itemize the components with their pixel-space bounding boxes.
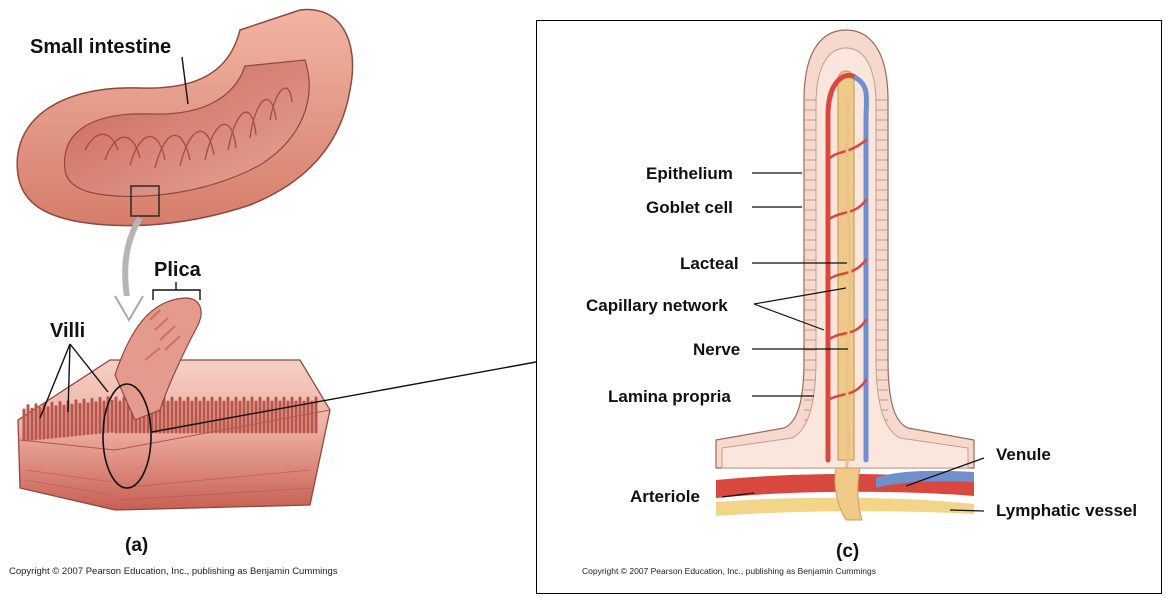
copyright-c: Copyright © 2007 Pearson Education, Inc.… [582, 567, 876, 576]
label-villi: Villi [50, 321, 85, 341]
panel-a-illustration [0, 0, 536, 598]
copyright-a: Copyright © 2007 Pearson Education, Inc.… [9, 567, 338, 577]
plica-bracket [153, 282, 200, 300]
label-small-intestine: Small intestine [30, 37, 171, 57]
label-nerve: Nerve [693, 341, 740, 358]
label-lymphatic-vessel: Lymphatic vessel [996, 502, 1137, 519]
label-venule: Venule [996, 446, 1051, 463]
caption-c: (c) [836, 542, 859, 561]
label-capillary-network: Capillary network [586, 297, 728, 314]
label-lacteal: Lacteal [680, 255, 739, 272]
zoom-arrow [125, 218, 140, 305]
label-plica: Plica [154, 260, 201, 280]
label-goblet-cell: Goblet cell [646, 199, 733, 216]
label-epithelium: Epithelium [646, 165, 733, 182]
villus-cross-section [716, 30, 974, 520]
label-lamina-propria: Lamina propria [608, 388, 731, 405]
caption-a: (a) [125, 536, 148, 555]
label-arteriole: Arteriole [630, 488, 700, 505]
